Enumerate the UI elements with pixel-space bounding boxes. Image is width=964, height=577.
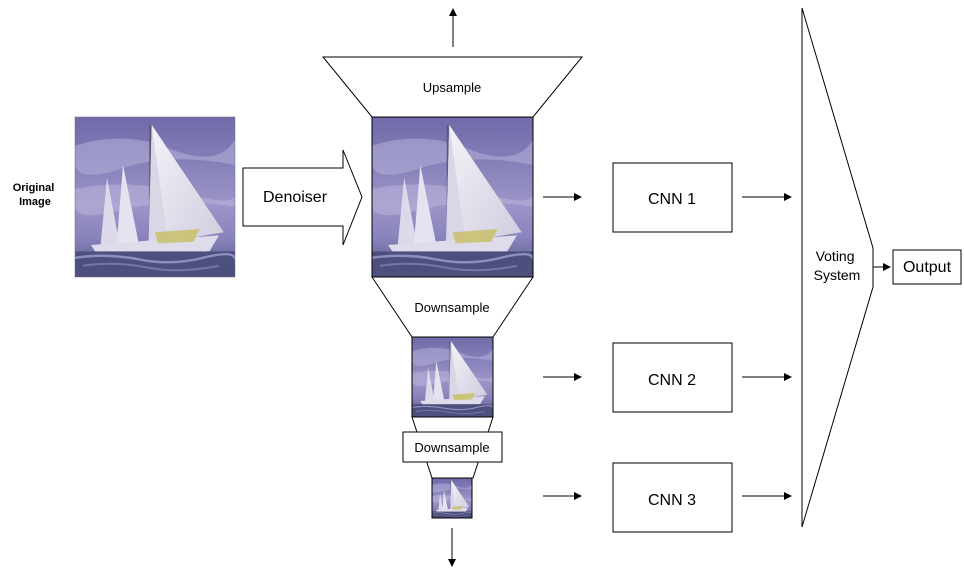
cnn-2-box — [612, 342, 733, 413]
voting-system-label: Voting System — [814, 248, 861, 283]
denoised-image — [372, 117, 533, 277]
downsample-label-2: Downsample — [414, 440, 489, 455]
denoiser-label: Denoiser — [263, 189, 328, 206]
output-box — [892, 249, 962, 285]
output-label: Output — [903, 259, 952, 276]
cnn-1-box — [612, 162, 733, 233]
cnn-1-label: CNN 1 — [648, 191, 696, 208]
original-image — [75, 117, 235, 277]
downsample-label-1: Downsample — [414, 300, 489, 315]
voting-system-block — [801, 7, 874, 528]
cnn-3-box — [612, 462, 733, 533]
downsample-label-box — [402, 431, 503, 463]
upsample-label: Upsample — [423, 80, 482, 95]
cnn-3-label: CNN 3 — [648, 492, 696, 509]
downsampled-image-2 — [432, 478, 472, 518]
cnn-2-label: CNN 2 — [648, 372, 696, 389]
downsampled-image-1 — [412, 337, 493, 417]
input-label: Original Image — [13, 182, 58, 208]
denoiser-arrow — [242, 149, 363, 246]
